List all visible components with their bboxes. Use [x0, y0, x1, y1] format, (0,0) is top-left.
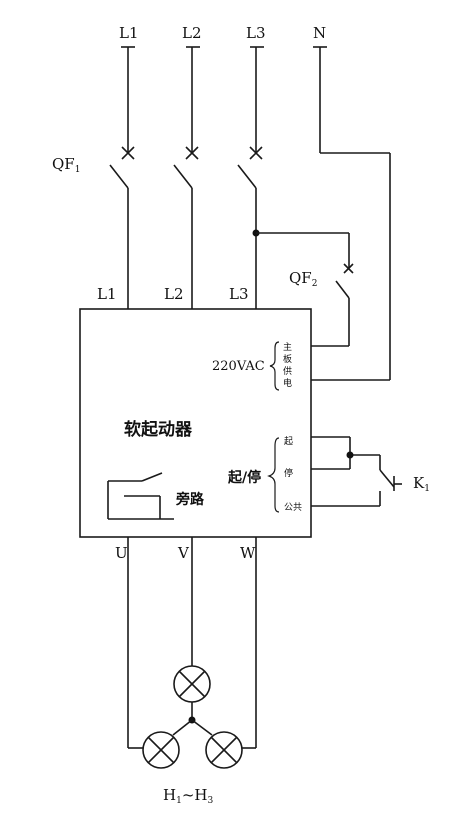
lamp-h-top: [173, 665, 211, 703]
power-brace: [269, 341, 280, 391]
supply-l2-label: L2: [182, 24, 202, 42]
control-junction-dot: [346, 451, 354, 459]
supply-l3-label: L3: [246, 24, 266, 42]
power-label-3: 供: [283, 365, 292, 377]
starter-in-l3-label: L3: [229, 285, 249, 303]
start-terminal-label: 起: [284, 436, 293, 447]
supply-l1-label: L1: [119, 24, 139, 42]
qf1-label: QF1: [52, 155, 80, 175]
starter-in-l1-label: L1: [97, 285, 117, 303]
output-u-label: U: [115, 544, 128, 562]
output-v-label: V: [177, 544, 190, 562]
k1-label: K1: [413, 474, 430, 494]
soft-starter-name: 软起动器: [124, 419, 193, 440]
soft-starter-box: [79, 308, 312, 538]
power-label-4: 电: [283, 377, 292, 389]
power-label-1: 主: [283, 341, 292, 353]
qf1-switch-blades: [109, 164, 257, 189]
qf1-cross-marks: [121, 146, 263, 160]
line-conductors-lower: [127, 188, 257, 309]
qf2-label: QF2: [289, 269, 317, 289]
stop-terminal-label: 停: [284, 467, 293, 479]
output-w-label: W: [240, 544, 256, 562]
output-conductors: [127, 537, 257, 749]
power-voltage-label: 220VAC: [212, 359, 265, 374]
neutral-conductor: [311, 47, 391, 381]
power-label-2: 板: [283, 353, 292, 365]
bypass-label: 旁路: [175, 491, 205, 508]
line-conductors-upper: [127, 47, 257, 152]
lamp-h-left: [142, 731, 180, 769]
lamp-h-right: [205, 731, 243, 769]
supply-n-label: N: [313, 24, 326, 42]
star-connections: [172, 719, 213, 736]
startstop-brace: [267, 437, 280, 513]
bypass-contact-symbol: [107, 472, 174, 520]
control-wiring: [311, 436, 402, 507]
common-terminal-label: 公共: [284, 502, 302, 513]
loads-label: H1~H3: [163, 786, 214, 806]
startstop-label: 起/停: [227, 469, 261, 486]
qf2-breaker: [256, 232, 354, 347]
starter-in-l2-label: L2: [164, 285, 184, 303]
